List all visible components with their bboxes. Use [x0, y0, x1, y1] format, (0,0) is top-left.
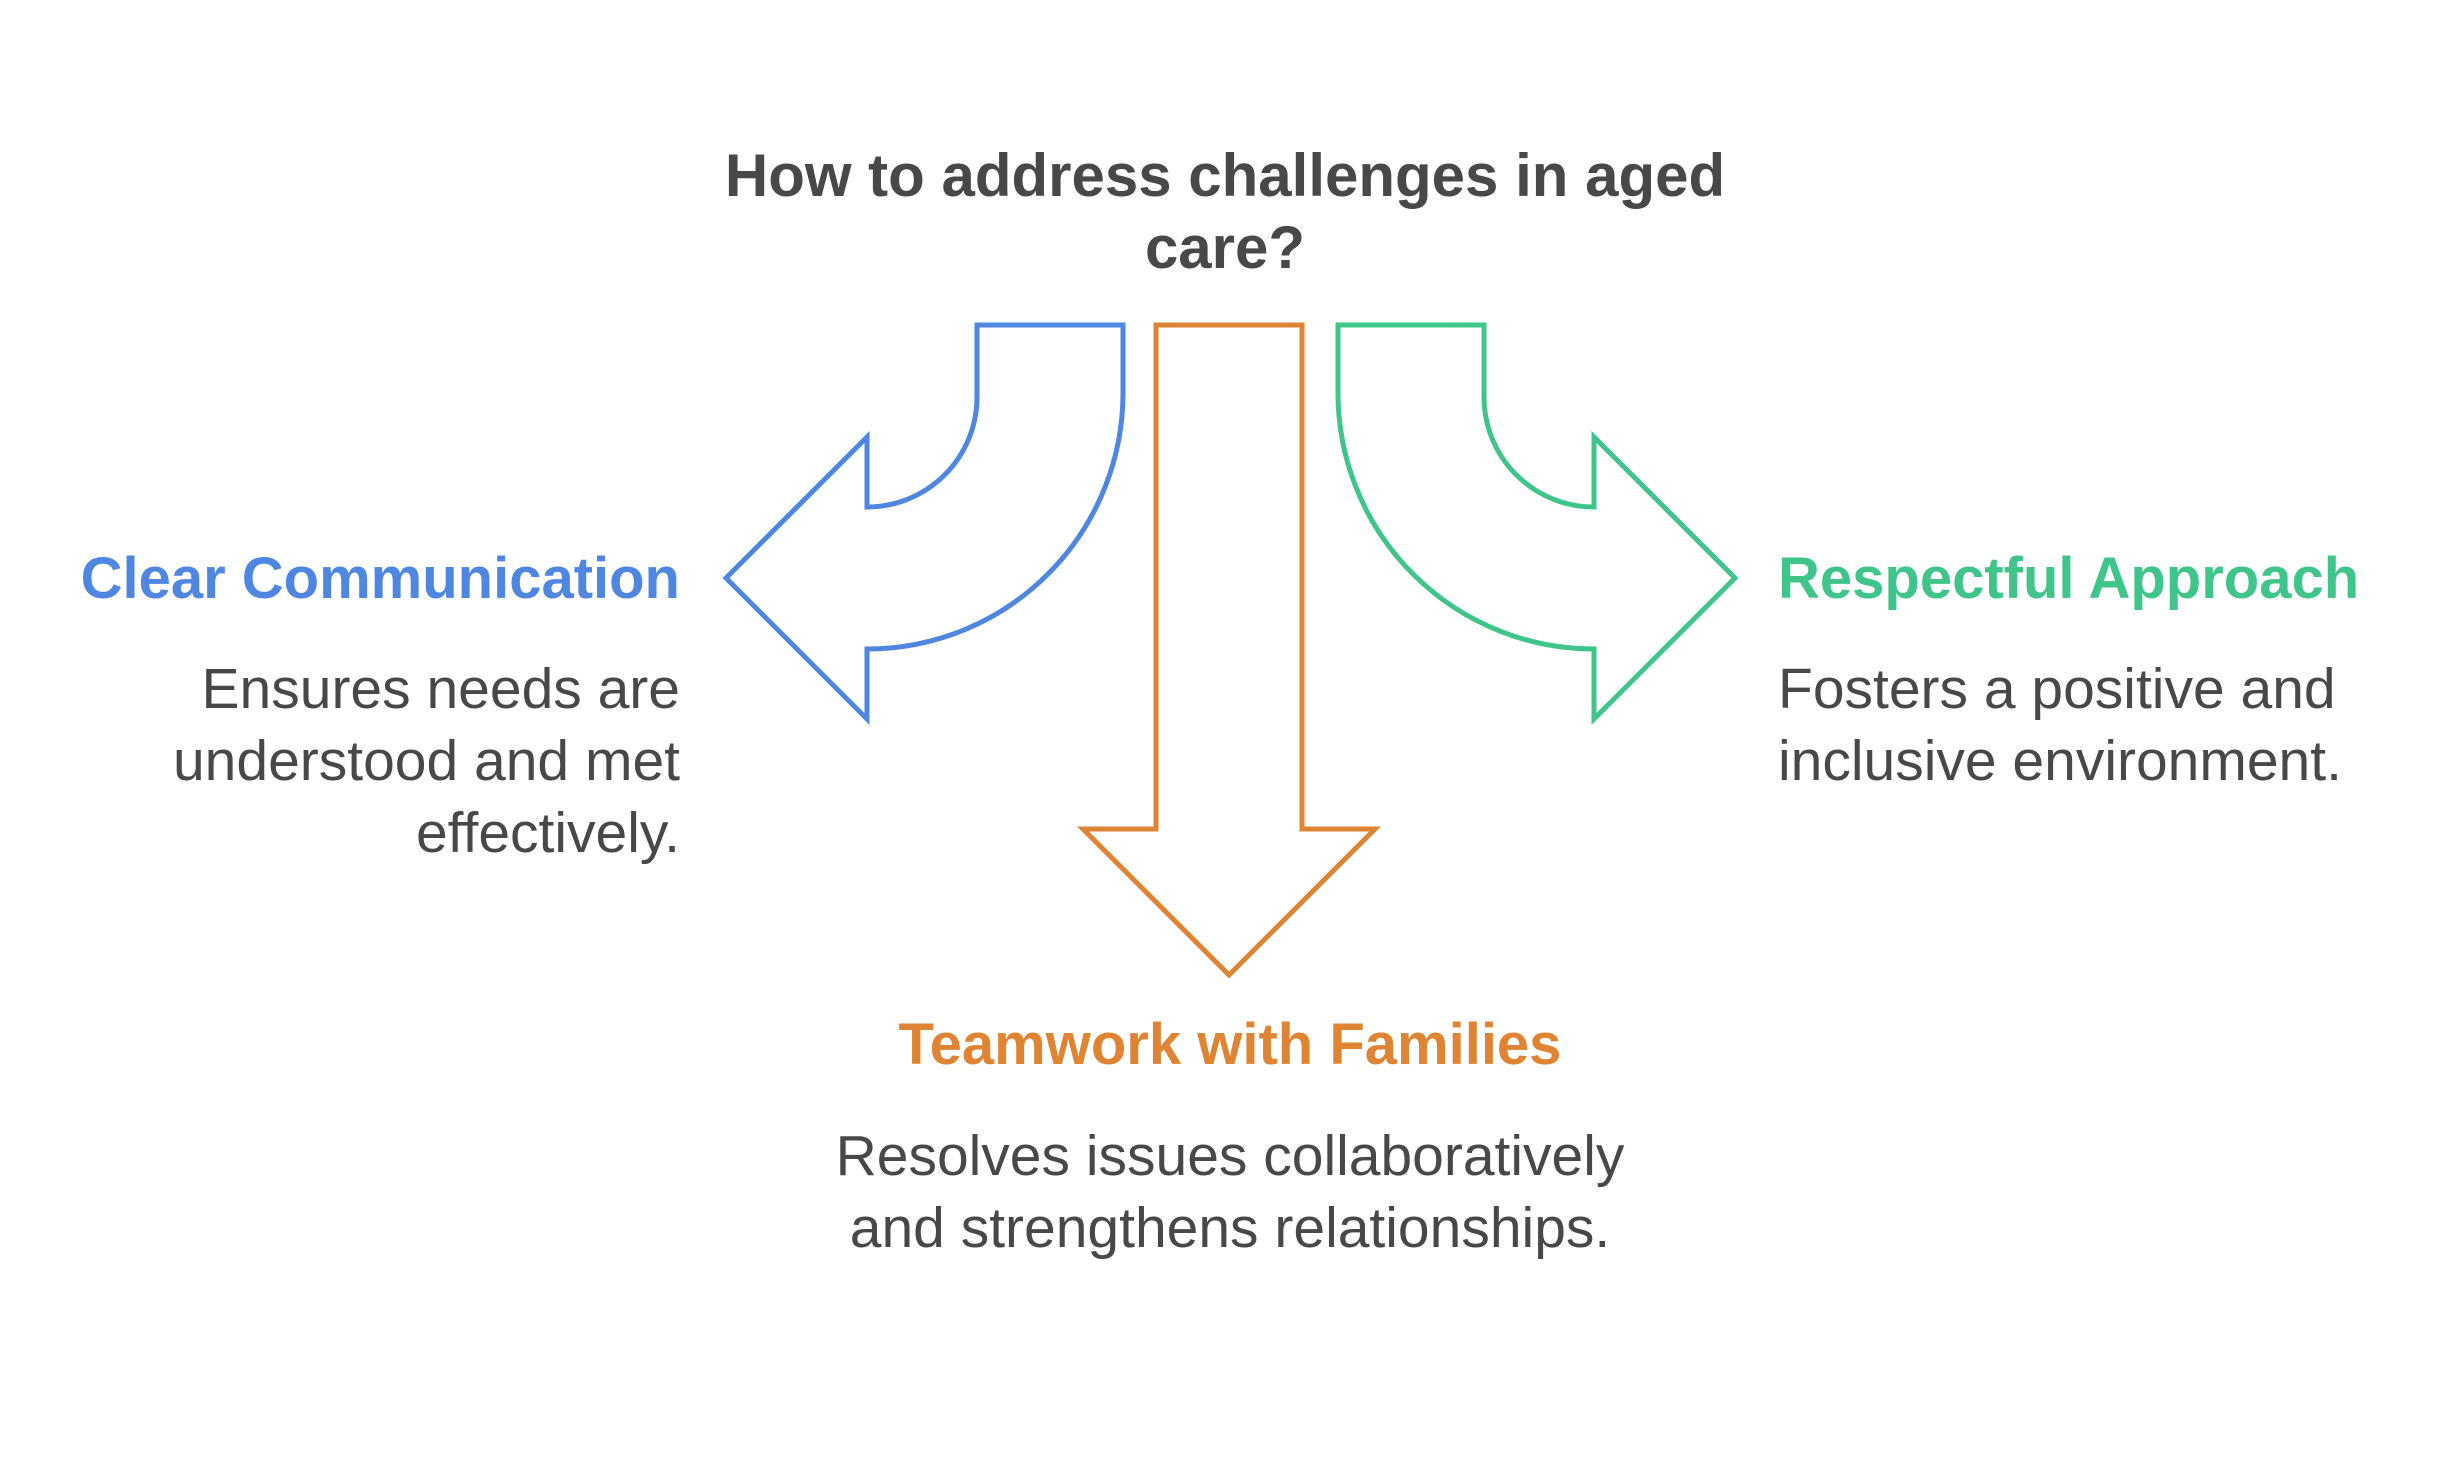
diagram-title: How to address challenges in aged care? [724, 142, 1726, 281]
clear-communication-description: Ensures needs are understood and met eff… [172, 657, 680, 865]
teamwork-with-families-heading: Teamwork with Families [898, 1012, 1562, 1077]
arrow-down-icon [1076, 322, 1382, 979]
teamwork-with-families-description: Resolves issues collaboratively and stre… [835, 1124, 1625, 1260]
respectful-approach-heading: Respectful Approach [1778, 546, 2360, 611]
clear-communication-heading: Clear Communication [80, 546, 680, 611]
curved-arrow-right-icon [1335, 322, 1739, 726]
respectful-approach-description: Fosters a positive and inclusive environ… [1778, 657, 2342, 793]
curved-arrow-left-icon [722, 322, 1126, 726]
